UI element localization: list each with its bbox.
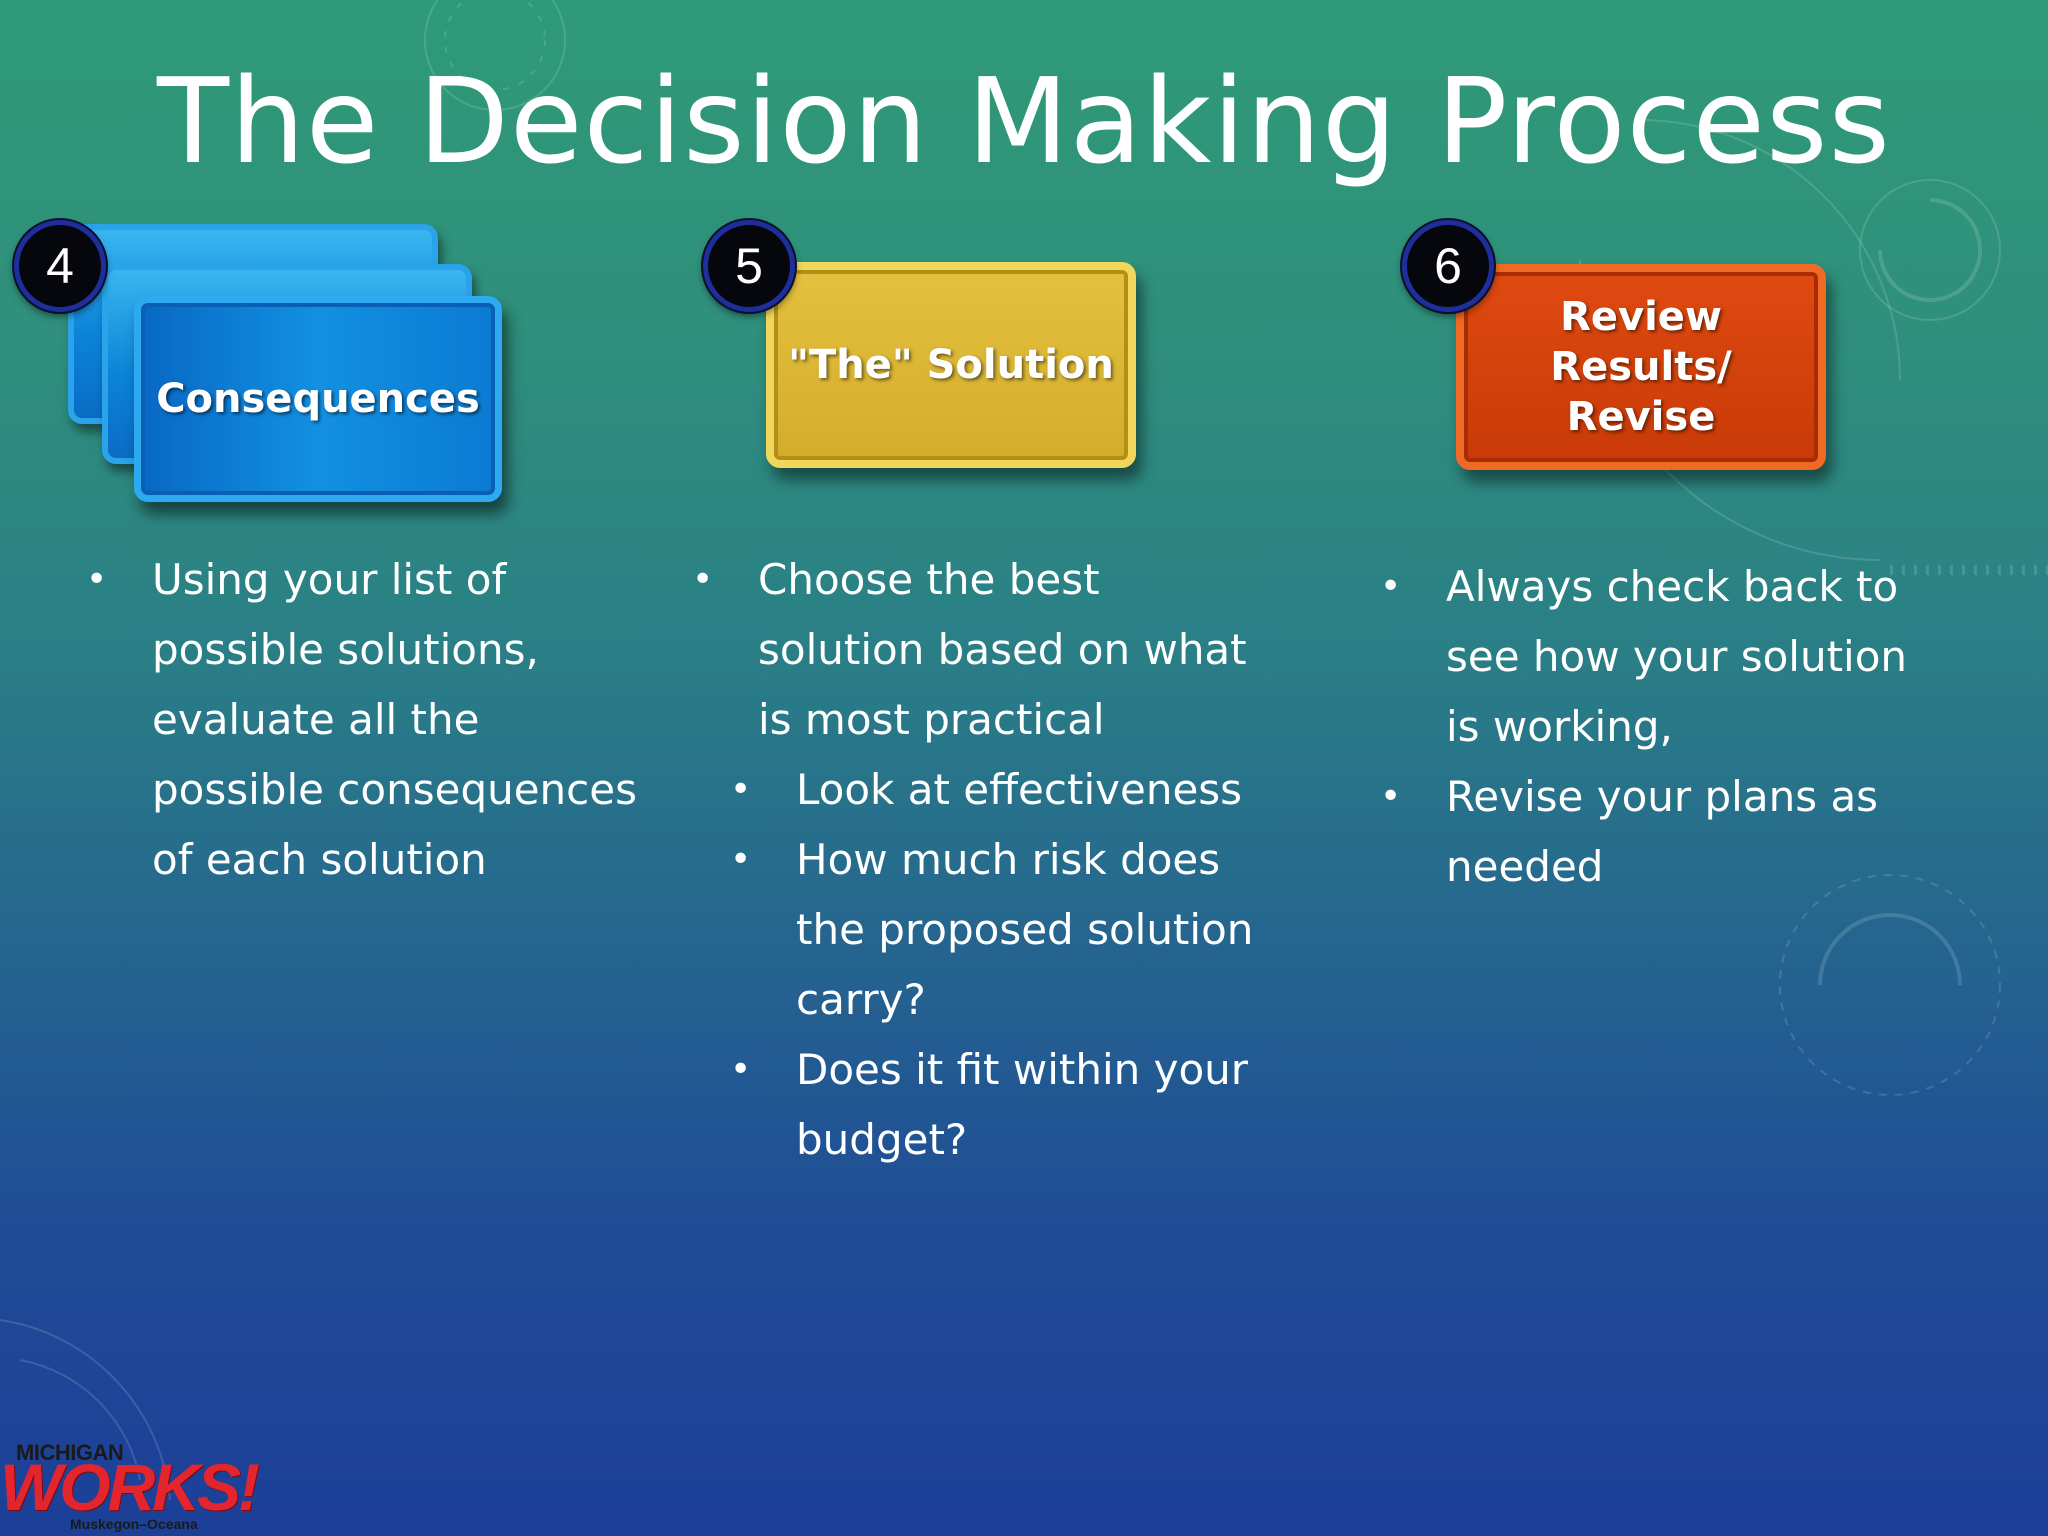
step-4-bullets: Using your list of possible solutions, e… [86,545,646,895]
logo-main-text: WORKS! [0,1450,260,1524]
the-solution-box-label: "The" Solution [788,342,1114,388]
step-6-bullets: Always check back to see how your soluti… [1380,552,1940,902]
list-item: How much risk does the proposed solution… [730,825,1272,1035]
step-5-bullets: Choose the best solution based on what i… [692,545,1272,1175]
step-5-sub-bullets: Look at effectiveness How much risk does… [730,755,1272,1175]
list-item: Does it fit within your budget? [730,1035,1272,1175]
slide-title: The Decision Making Process [157,52,1891,190]
list-item: Choose the best solution based on what i… [692,545,1272,755]
list-item: Using your list of possible solutions, e… [86,545,646,895]
step-number-5: 5 [703,220,795,312]
consequences-box-label: Consequences [156,376,480,422]
step-number-4: 4 [14,220,106,312]
list-item: Always check back to see how your soluti… [1380,552,1940,762]
logo-sub-text: Muskegon–Oceana [70,1516,198,1532]
michigan-works-logo: MICHIGAN WORKS! Muskegon–Oceana [0,1440,260,1536]
list-item: Look at effectiveness [730,755,1272,825]
logo-top-text: MICHIGAN [16,1440,124,1465]
consequences-box[interactable]: Consequences [134,296,502,502]
step-number-6: 6 [1402,220,1494,312]
review-results-label-line2: Revise [1566,394,1716,440]
the-solution-box[interactable]: "The" Solution [766,262,1136,468]
list-item: Revise your plans as needed [1380,762,1940,902]
review-results-box[interactable]: Review Results/ Revise [1456,264,1826,470]
review-results-label-line1: Review Results/ [1550,294,1732,390]
